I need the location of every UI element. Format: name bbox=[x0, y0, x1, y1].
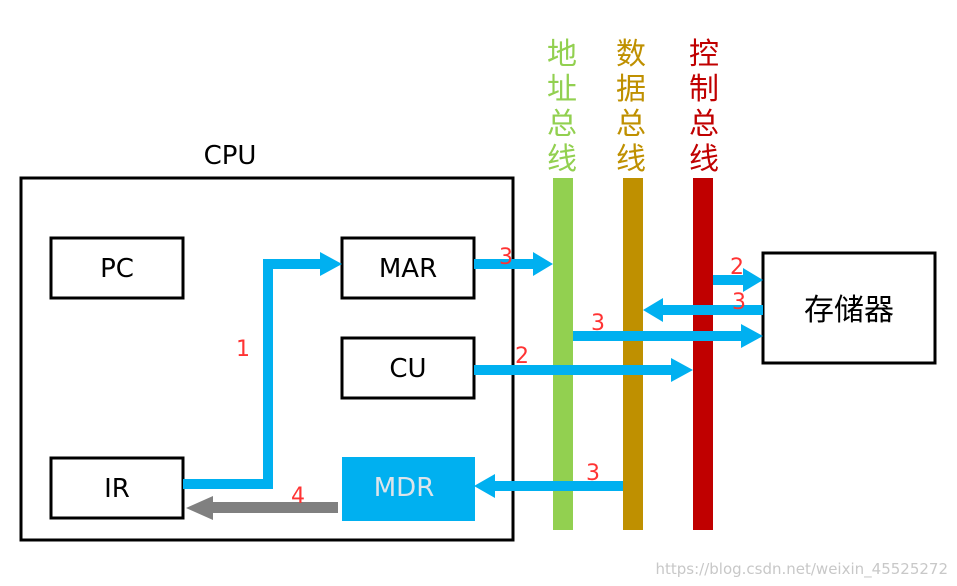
memory-label: 存储器 bbox=[804, 293, 894, 328]
address-bus bbox=[553, 178, 573, 530]
mar-label: MAR bbox=[379, 254, 437, 284]
arrow-cu-to-control-bus bbox=[474, 358, 693, 382]
data-bus-label-3: 总 bbox=[616, 107, 646, 142]
arrow-data-bus-to-mdr bbox=[474, 474, 623, 498]
arrow-mar-to-address-bus bbox=[474, 252, 553, 276]
step-3-memory-data: 3 bbox=[732, 290, 746, 315]
control-bus-label-4: 线 bbox=[689, 142, 719, 177]
step-3-mar: 3 bbox=[499, 245, 513, 270]
address-bus-label-1: 地 bbox=[547, 37, 577, 72]
step-1-ir-to-mar: 1 bbox=[236, 337, 250, 362]
address-bus-label-2: 址 bbox=[547, 72, 577, 107]
ir-label: IR bbox=[104, 474, 130, 504]
step-2-cu: 2 bbox=[515, 344, 529, 369]
cu-label: CU bbox=[389, 354, 426, 384]
arrow-control-bus-to-memory bbox=[713, 268, 763, 292]
mdr-register: MDR bbox=[342, 457, 475, 521]
address-bus-label-3: 总 bbox=[547, 107, 577, 142]
watermark: https://blog.csdn.net/weixin_45525272 bbox=[655, 560, 948, 579]
arrow-memory-to-data-bus bbox=[643, 298, 763, 322]
data-bus-label-4: 线 bbox=[616, 142, 646, 177]
mar-register: MAR bbox=[340, 236, 476, 300]
data-bus-label-2: 据 bbox=[616, 72, 646, 107]
mdr-label: MDR bbox=[374, 473, 435, 503]
cpu-label: CPU bbox=[204, 141, 257, 171]
step-4-mdr-ir: 4 bbox=[291, 484, 305, 509]
step-3-data-mdr: 3 bbox=[586, 461, 600, 486]
data-bus bbox=[623, 178, 643, 530]
pc-register: PC bbox=[49, 236, 185, 300]
memory-unit: 存储器 bbox=[761, 251, 937, 365]
control-bus-label-1: 控 bbox=[689, 37, 719, 72]
step-3-address-memory: 3 bbox=[591, 311, 605, 336]
address-bus-label-4: 线 bbox=[547, 142, 577, 177]
data-bus-label-1: 数 bbox=[616, 37, 646, 72]
arrow-mdr-to-ir bbox=[186, 496, 338, 520]
step-2-control-memory: 2 bbox=[730, 255, 744, 280]
arrow-address-bus-to-memory bbox=[573, 324, 763, 348]
ir-register: IR bbox=[49, 456, 185, 520]
control-bus-label-3: 总 bbox=[689, 107, 719, 142]
control-bus-label-2: 制 bbox=[689, 72, 719, 107]
pc-label: PC bbox=[100, 254, 134, 284]
control-bus bbox=[693, 178, 713, 530]
cu-unit: CU bbox=[340, 336, 476, 400]
